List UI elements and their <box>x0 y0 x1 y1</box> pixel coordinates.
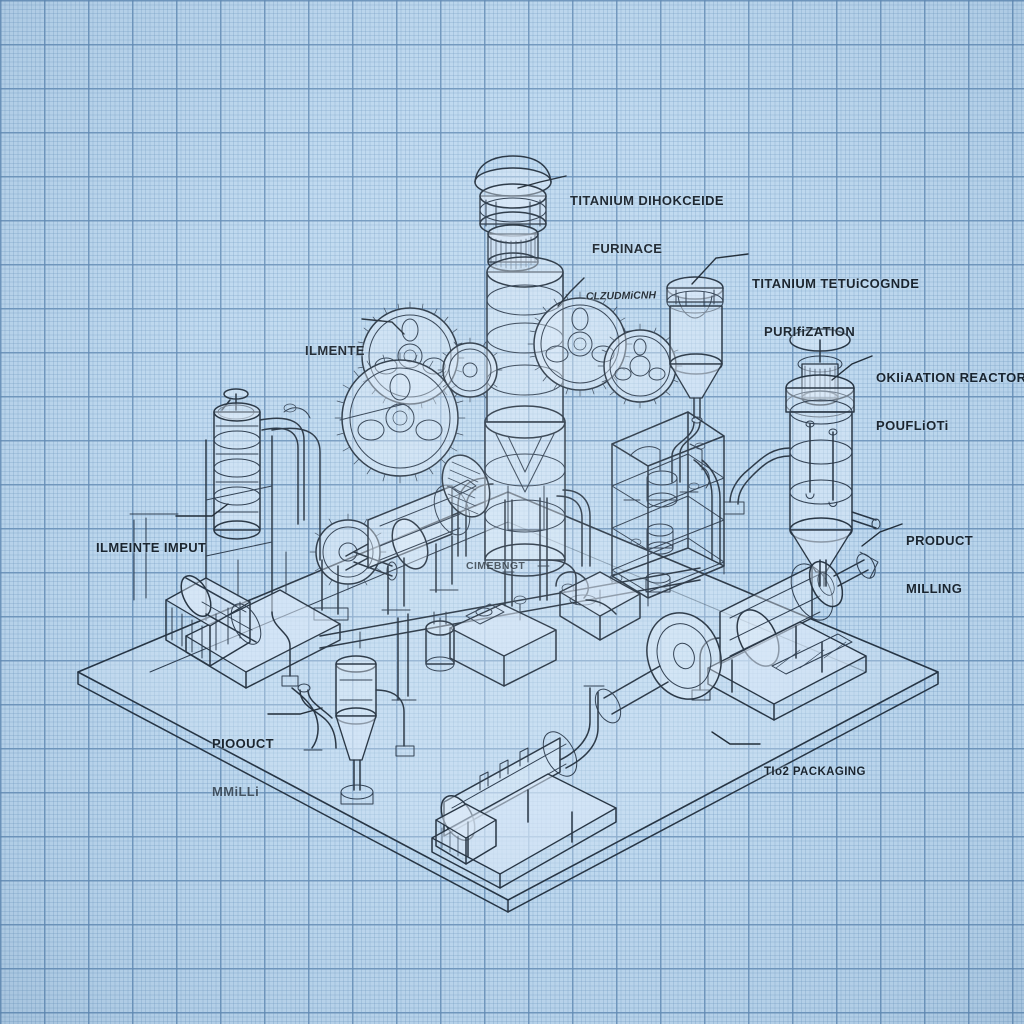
chlorination-furnace-tower <box>457 155 597 607</box>
label-line-1: ILMEINTE IMPUT <box>96 539 207 555</box>
leader-lines <box>175 175 903 745</box>
label-chlorination-scribble: CLZUDMiCNH <box>585 263 656 330</box>
packaging-skid <box>431 685 617 889</box>
centre-process-train <box>297 567 701 805</box>
label-tio2-packaging: TIo2 PACKAGING <box>764 736 866 808</box>
gear-train-right <box>527 291 683 409</box>
skid-box-centre <box>559 571 641 641</box>
label-ilmenite-feed: ILMENTE <box>305 310 365 391</box>
label-conveyor-scribble: CIMEBNGT <box>466 534 525 600</box>
label-line-1: TITANIUM DIHOKCEIDE <box>570 192 724 208</box>
drum-left <box>180 575 262 645</box>
label-product-milling-right: PRODUCT MILLING <box>906 500 973 630</box>
label-line-2: PURIfiZATION <box>764 324 856 340</box>
gear-train-left <box>309 301 503 621</box>
label-line-1: ILMENTE <box>305 342 365 358</box>
purification-vessel <box>666 276 724 483</box>
label-line-1: PRODUCT <box>906 532 974 548</box>
label-titanium-tetrachloride-purification: TITANIUM TETUiCOGNDE PURIfiZATION <box>752 243 919 373</box>
control-box <box>435 803 497 865</box>
centre-vessel <box>335 655 377 805</box>
oxidation-reactor-column <box>723 328 881 587</box>
label-oxidation-reactor: OKIiAATION REACTOR POUFLiOTi <box>876 337 1024 467</box>
ilmenite-input-column <box>129 388 341 689</box>
label-line-2: FURINACE <box>592 241 663 257</box>
label-ilmenite-input: ILMEINTE IMPUT <box>96 507 206 588</box>
label-line-1: TITANIUM TETUiCOGNDE <box>752 275 920 291</box>
label-line-2: MILLING <box>906 581 963 597</box>
label-line-1: CIMEBNGT <box>466 560 526 573</box>
label-titanium-dioxide-furnace: TITANIUM DIHOKCEIDE FURINACE <box>570 160 724 290</box>
tank-block-1 <box>449 603 557 687</box>
label-product-milling-left: PIOOUCT MMiLLi <box>212 703 274 833</box>
tank-block-2 <box>425 611 455 672</box>
product-mill-right <box>594 551 879 724</box>
label-line-1: TIo2 PACKAGING <box>764 765 866 778</box>
label-line-2: POUFLiOTi <box>876 418 949 434</box>
label-line-1: OKIiAATION REACTOR <box>876 369 1024 385</box>
label-line-1: PIOOUCT <box>212 735 275 751</box>
horizontal-kiln <box>345 454 491 615</box>
label-line-1: CLZUDMiCNH <box>585 289 657 303</box>
plant-pipework <box>237 403 721 751</box>
label-line-2: MMiLLi <box>212 784 260 800</box>
